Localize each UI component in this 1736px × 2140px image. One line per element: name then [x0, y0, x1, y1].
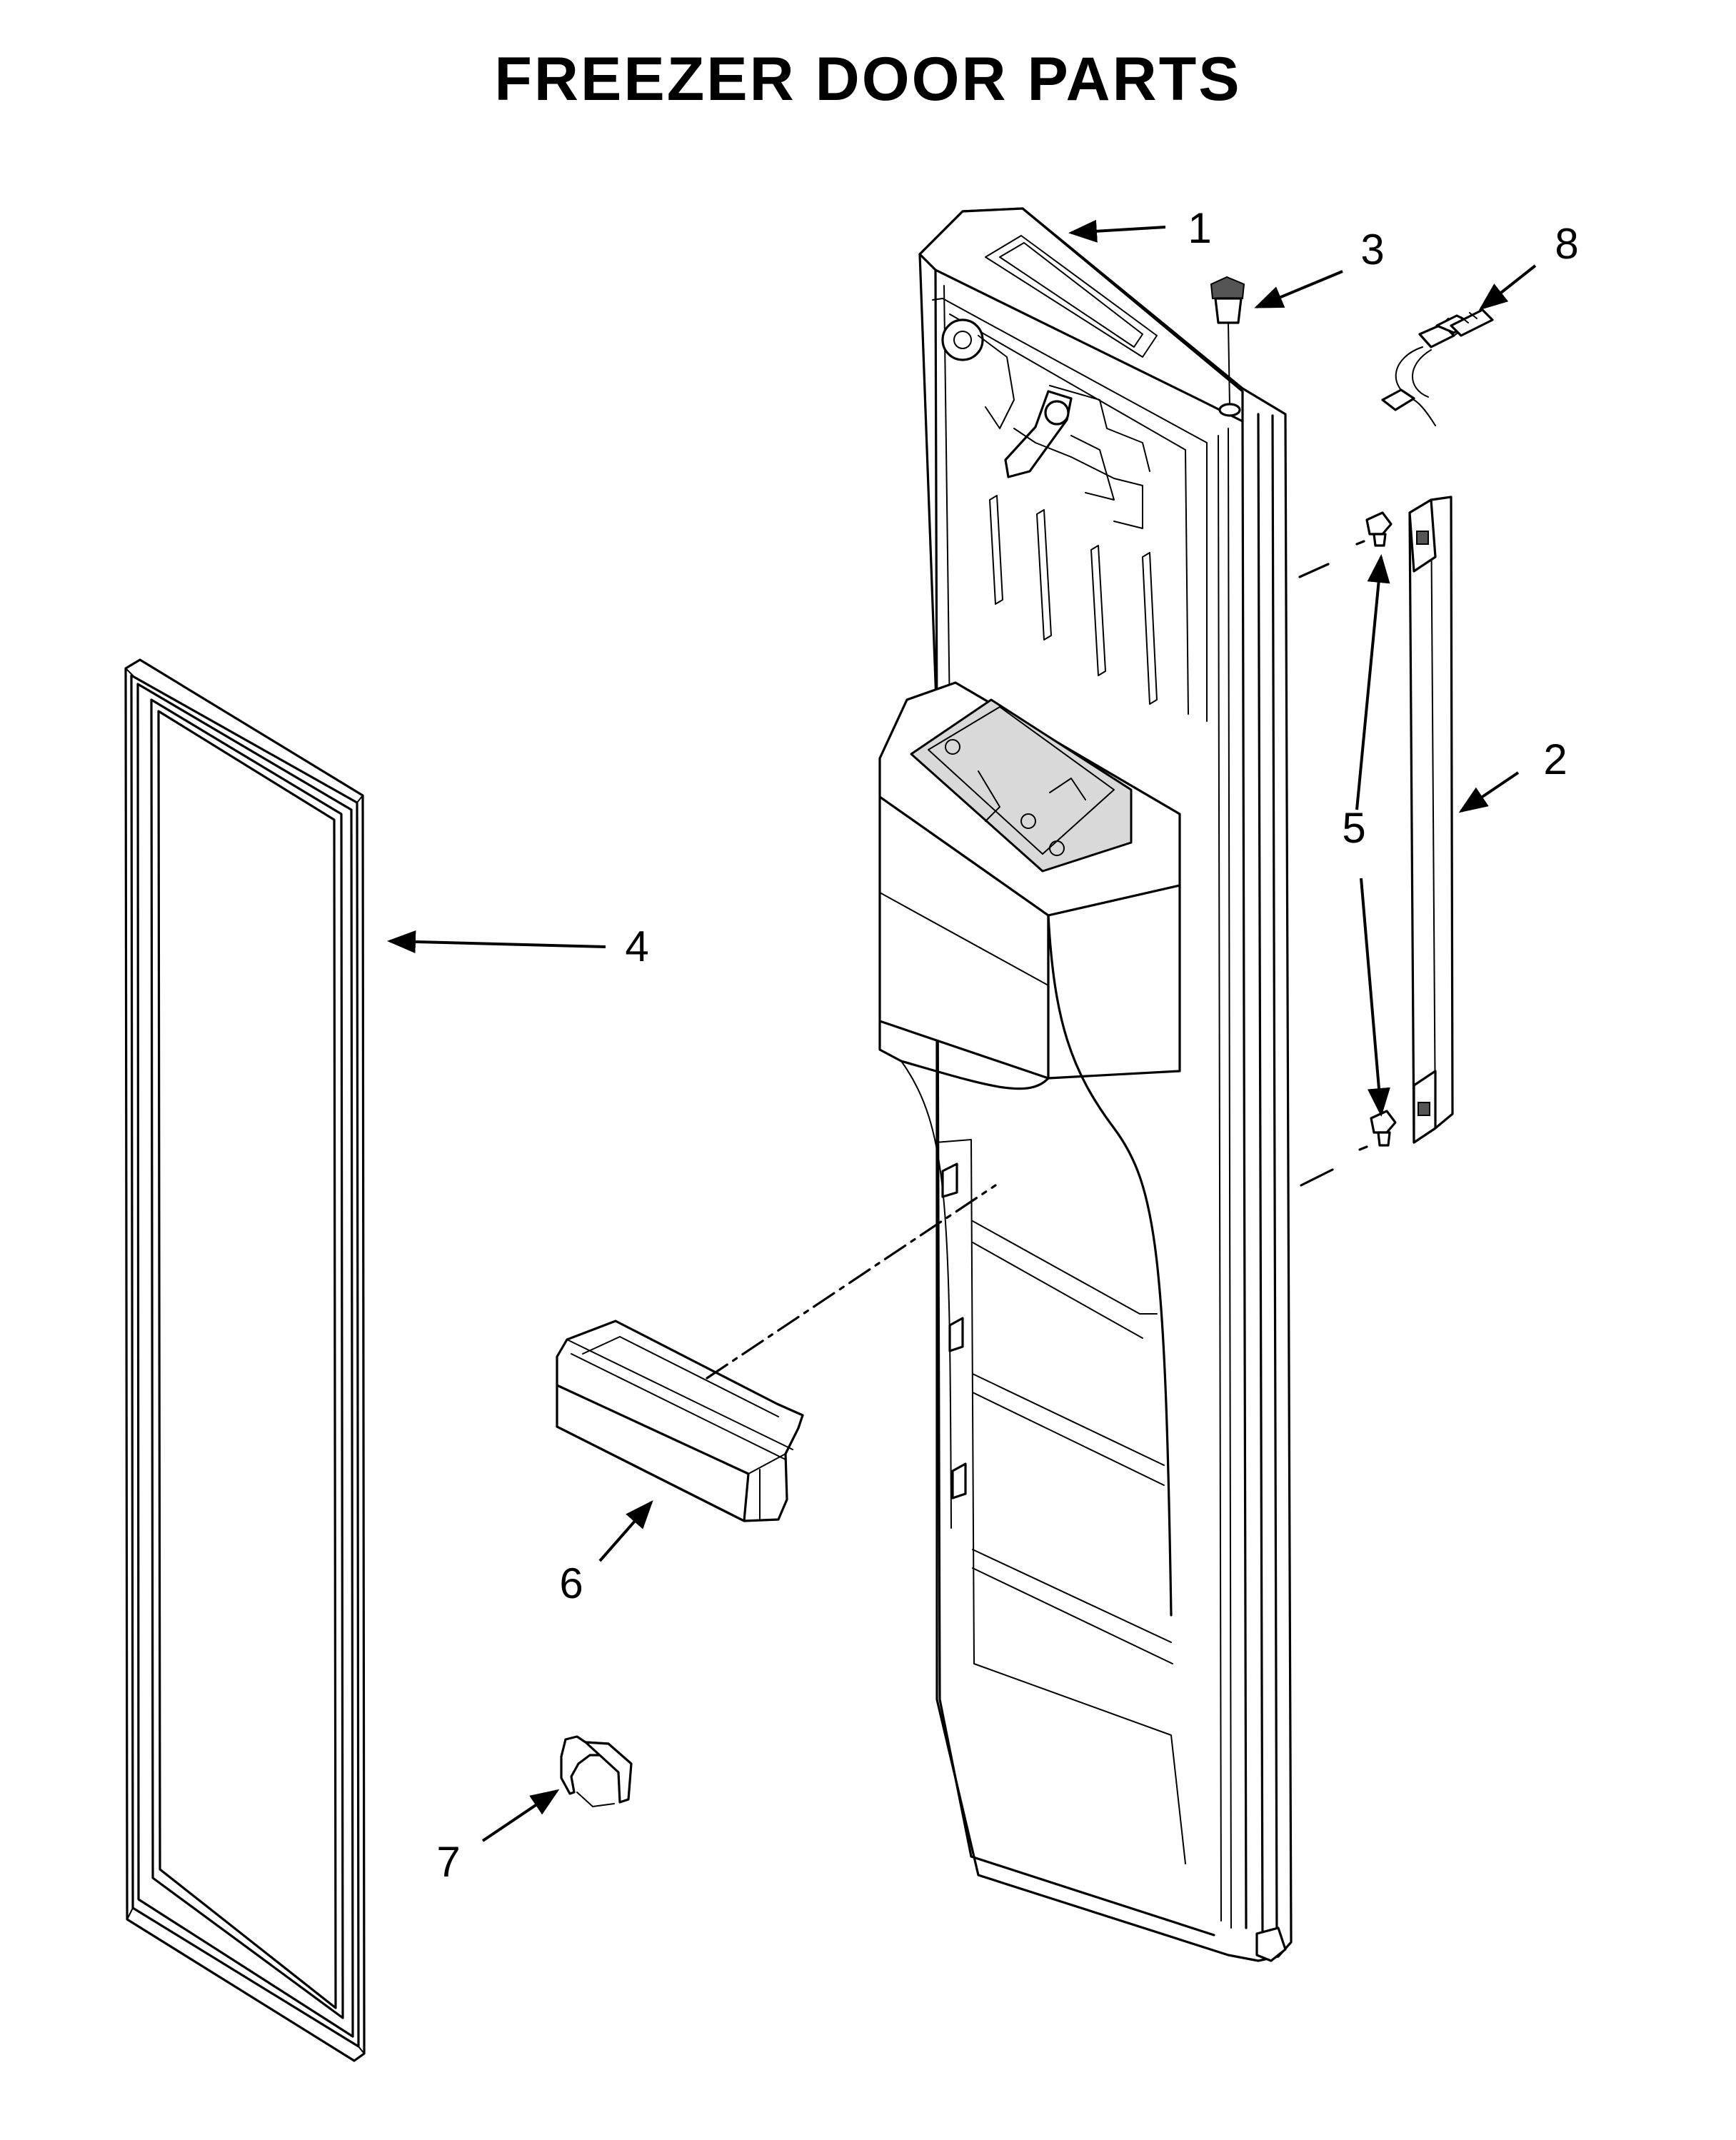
- door-handle: [1408, 496, 1454, 1144]
- callout-3: 3: [1360, 226, 1384, 273]
- leader-7: [481, 1789, 560, 1842]
- leader-1: [1068, 219, 1166, 243]
- freezer-door-assembly: [878, 207, 1293, 1962]
- callout-numbers: 1 2 3 4 5 6 7 8: [436, 204, 1578, 1886]
- wire-harness: [1381, 308, 1494, 426]
- callout-2: 2: [1543, 735, 1567, 783]
- retaining-clip: [560, 1735, 633, 1807]
- leader-5-top: [1355, 554, 1390, 810]
- bin-guide-line: [706, 1184, 997, 1380]
- door-plug: [1210, 276, 1245, 417]
- callout-4: 4: [625, 923, 648, 970]
- door-bin: [556, 1320, 804, 1522]
- leader-3: [1254, 270, 1343, 308]
- leader-2: [1458, 771, 1520, 813]
- page-title: FREEZER DOOR PARTS: [494, 45, 1242, 114]
- door-gasket: [124, 658, 366, 2062]
- leader-4: [387, 930, 606, 953]
- callout-6: 6: [559, 1559, 583, 1607]
- leader-6: [598, 1499, 653, 1562]
- callout-5: 5: [1342, 804, 1365, 852]
- callout-1: 1: [1188, 204, 1211, 252]
- callout-8: 8: [1555, 220, 1578, 268]
- leader-5-bottom: [1360, 878, 1390, 1117]
- callout-7: 7: [436, 1838, 460, 1886]
- leader-8: [1478, 264, 1537, 311]
- callout-leaders: [387, 219, 1537, 1842]
